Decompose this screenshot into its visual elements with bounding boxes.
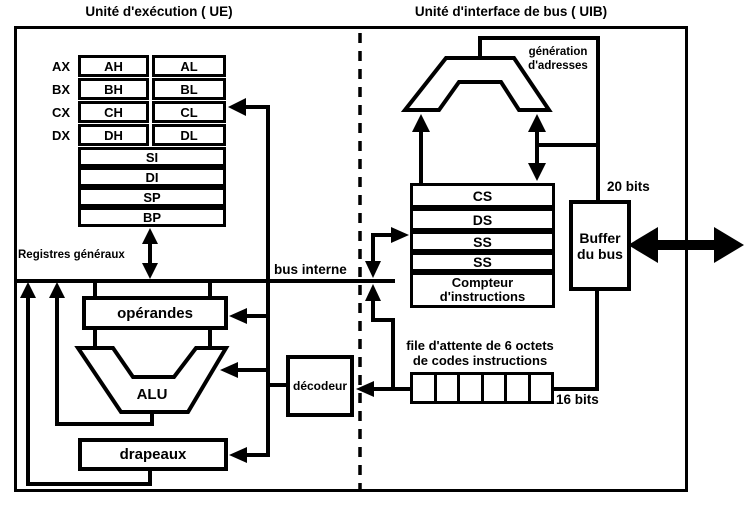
instruction-counter-cell: Compteur d'instructions: [410, 272, 555, 308]
register-cell-di: DI: [78, 167, 226, 187]
register-cell-label: BP: [142, 209, 162, 225]
alu-arrowhead-icon: [220, 362, 238, 378]
register-cell-bp: BP: [78, 207, 226, 227]
register-row-label-bx: BX: [52, 82, 71, 97]
register-cell-label: CL: [180, 104, 198, 120]
instruction-counter-label-line2: d'instructions: [439, 289, 526, 304]
segment-cell-label: CS: [472, 187, 493, 204]
segment-cell-label: SS: [473, 254, 492, 270]
arch-right-up-arrowhead-icon: [528, 114, 546, 132]
register-cell-bh: BH: [78, 78, 149, 100]
title-execution-unit: Unité d'exécution ( UE): [85, 4, 233, 19]
bus-buffer-label-line2: du bus: [577, 245, 623, 262]
register-cell-label: AL: [180, 58, 198, 74]
segment-cell-ss2: SS: [410, 252, 555, 272]
register-cell-label: CH: [104, 104, 123, 120]
register-cell-label: SI: [145, 149, 159, 165]
instruction-queue: [410, 372, 554, 404]
segment-cell-ss1: SS: [410, 231, 555, 252]
cx-arrowhead-icon: [228, 98, 246, 116]
alu-label: ALU: [136, 386, 168, 403]
internal-bus-label: bus interne: [274, 262, 347, 277]
flags-box: drapeaux: [78, 438, 228, 471]
flags-output-line: [26, 294, 152, 486]
queue-cell: [527, 372, 554, 404]
registers-down-arrowhead-icon: [142, 263, 158, 279]
alu-funnel-shape: [74, 346, 230, 414]
register-cell-ah: AH: [78, 55, 149, 77]
register-row-label-cx: CX: [52, 105, 71, 120]
title-bus-interface-unit: Unité d'interface de bus ( UIB): [414, 4, 608, 19]
bus-buffer-box: Buffer du bus: [569, 200, 631, 291]
bus-up-arrowhead-icon: [365, 284, 381, 301]
flags-label: drapeaux: [119, 446, 187, 463]
segment-cell-label: DS: [472, 211, 493, 228]
flags-output-arrowhead-icon: [20, 282, 36, 298]
queue-cell: [410, 372, 437, 404]
decoder-arrowhead-icon: [356, 381, 374, 397]
arch-left-arrowhead-icon: [412, 114, 430, 132]
segment-cell-cs: CS: [410, 183, 555, 208]
queue-width-label: 16 bits: [556, 392, 599, 407]
decoder-label: décodeur: [292, 379, 347, 393]
decoder-box: décodeur: [286, 355, 354, 417]
bus-width-label: 20 bits: [607, 179, 650, 194]
external-bus-left-arrowhead-icon: [628, 227, 658, 263]
register-row-label-dx: DX: [52, 128, 71, 143]
register-cell-ch: CH: [78, 101, 149, 123]
register-cell-label: DH: [104, 127, 123, 143]
address-generation-label-line2: d'adresses: [528, 60, 588, 72]
queue-label-line1: file d'attente de 6 octets: [406, 338, 554, 353]
queue-buffer-line: [551, 288, 599, 391]
register-cell-label: DL: [180, 127, 198, 143]
alu-output-line: [55, 294, 154, 426]
general-registers-caption: Registres généraux: [18, 249, 125, 261]
register-cell-label: SP: [143, 189, 161, 205]
register-cell-al: AL: [152, 55, 226, 77]
diagram-border: [14, 26, 688, 492]
register-cell-dl: DL: [152, 124, 226, 146]
address-adder-shape: [400, 56, 553, 112]
register-cell-bl: BL: [152, 78, 226, 100]
instruction-counter-label-line1: Compteur: [451, 275, 514, 290]
segment-arrowhead-icon: [391, 227, 409, 243]
register-cell-label: BH: [104, 81, 123, 97]
bus-buffer-label-line1: Buffer: [579, 229, 621, 246]
address-generation-label-line1: génération: [528, 46, 588, 58]
operands-label: opérandes: [117, 304, 193, 322]
flags-arrowhead-icon: [229, 447, 247, 463]
bus-down-arrowhead-icon: [365, 261, 381, 278]
register-cell-label: DI: [145, 169, 159, 185]
registers-up-arrowhead-icon: [142, 228, 158, 244]
arch-right-down-arrowhead-icon: [528, 163, 546, 181]
register-cell-label: AH: [104, 58, 123, 74]
register-cell-label: BL: [180, 81, 198, 97]
register-cell-si: SI: [78, 147, 226, 167]
queue-label-line2: de codes instructions: [412, 353, 548, 368]
operands-arrowhead-icon: [229, 308, 247, 324]
register-cell-dh: DH: [78, 124, 149, 146]
register-row-label-ax: AX: [52, 59, 71, 74]
address-loop-line: [478, 36, 600, 202]
queue-bus-step: [371, 318, 395, 391]
register-cell-sp: SP: [78, 187, 226, 207]
segment-cell-label: SS: [473, 233, 492, 250]
operands-box: opérandes: [82, 296, 228, 330]
alu-output-arrowhead-icon: [49, 282, 65, 298]
external-bus-right-arrowhead-icon: [714, 227, 744, 263]
segment-cell-ds: DS: [410, 208, 555, 231]
register-cell-cl: CL: [152, 101, 226, 123]
